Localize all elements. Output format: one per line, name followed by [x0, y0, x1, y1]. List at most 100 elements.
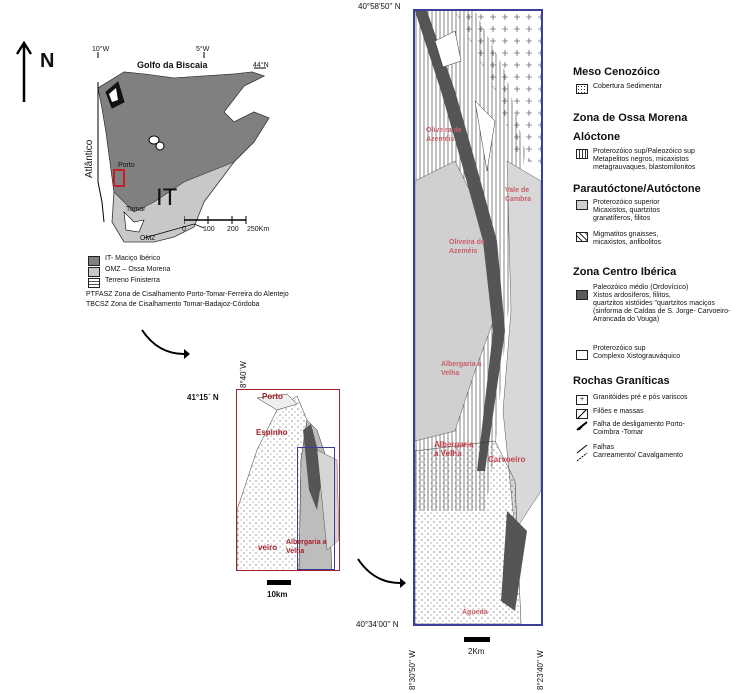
legend-meso-title: Meso Cenozóico [573, 66, 660, 78]
legend-label-block: Falha de desligamento Porto- Coimbra -To… [593, 421, 685, 437]
legend-meso-item: Cobertura Sedimentar [576, 83, 662, 94]
legend-line: (sinforma de Caldas de S. Jorge- Carvoei… [593, 308, 731, 315]
overview-legend-omz: OMZ – Ossa Morena [88, 266, 170, 277]
legend-line: Carreamento/ Cavalgamento [593, 452, 683, 459]
strip-place-4: Albergaria a Velha [441, 361, 482, 377]
legend-label: Filões e massas [593, 408, 644, 415]
lon-10w-label: 10°W [92, 46, 110, 53]
atlantico-label: Atlântico [84, 139, 95, 178]
legend-label: IT- Maciço Ibérico [105, 255, 161, 262]
thrust-icon [576, 444, 588, 462]
strip-lat-bottom: 40°34'00'' N [356, 620, 399, 629]
overview-legend-finisterra: Terreno Finisterra [88, 277, 160, 288]
legend-line: Migmatitos gnaisses, [593, 231, 659, 238]
middle-scale-label: 10km [267, 590, 288, 599]
strip-place-3: Oliveira de Azeméis [449, 239, 485, 255]
legend-swatch [88, 256, 100, 266]
legend-gran-title: Rochas Graníticas [573, 375, 670, 387]
legend-aloctone-item: Proterozóico sup/Paleozóico sup Metapeli… [576, 148, 695, 172]
legend-gran2-item: Filões e massas [576, 408, 644, 419]
porto-label: Porto [118, 162, 135, 169]
legend-para1-item: Proterozóico superior Micaxistos, quartz… [576, 199, 660, 223]
legend-gran4-item: Falhas Carreamento/ Cavalgamento [576, 444, 683, 462]
legend-line: Xistos ardosíferos, filitos, [593, 292, 671, 299]
omz-map-label: OMZ [140, 235, 156, 242]
curved-arrow-icon [141, 329, 190, 359]
strip-scale-bar [464, 637, 490, 642]
legend-label-block: Proterozóico superior Micaxistos, quartz… [593, 199, 660, 223]
legend-label-block: Paleozóico médio (Ordovícico) Xistos ard… [593, 284, 730, 324]
legend-label-block: Migmatitos gnaisses, micaxistos, anfibol… [593, 231, 661, 247]
legend-line: Arrancada do Vouga) [593, 316, 660, 323]
legend-line: quartzitos xistóides "quartzitos maciços [593, 300, 715, 307]
scale-0-label: 0 [182, 226, 186, 233]
legend-line: metagrauvaques, blastomilonitos [593, 164, 696, 171]
middle-porto-label: Porto [262, 392, 283, 401]
legend-label-block: Proterozóico sup Complexo Xistograuváqui… [593, 345, 680, 361]
iberia-map [97, 52, 270, 243]
strip-place-7: Águeda [462, 609, 488, 616]
scale-250-label: 250Km [247, 226, 270, 233]
legend-line: Complexo Xistograuváquico [593, 353, 681, 360]
legend-label: Terreno Finisterra [105, 277, 160, 284]
legend-label: OMZ – Ossa Morena [105, 266, 171, 273]
fault-icon [576, 421, 588, 431]
golfo-label: Golfo da Biscaia [137, 60, 208, 70]
legend-line: Proterozóico sup [593, 345, 646, 352]
scale-200-label: 200 [227, 226, 239, 233]
strip-lon-right: 8°23'40'' W [536, 650, 545, 690]
middle-map-frame [236, 389, 340, 571]
north-label: N [40, 50, 55, 72]
middle-espinho-label: Espinho [256, 428, 288, 437]
strip-place-6: Carvoeiro [488, 455, 526, 464]
scale-100-label: 100 [203, 226, 215, 233]
legend-swatch [576, 409, 588, 419]
tomar-label: Tomar [126, 206, 146, 213]
legend-swatch [576, 232, 588, 242]
legend-swatch [88, 278, 100, 288]
legend-line: Paleozóico médio (Ordovícico) [593, 284, 689, 291]
legend-gran3-item: Falha de desligamento Porto- Coimbra -To… [576, 421, 685, 437]
legend-line: Metapelitos negros, micaxistos [593, 156, 689, 163]
legend-zci2-item: Proterozóico sup Complexo Xistograuváqui… [576, 345, 680, 361]
legend-label-block: Falhas Carreamento/ Cavalgamento [593, 444, 683, 460]
legend-label-block: Proterozóico sup/Paleozóico sup Metapeli… [593, 148, 695, 172]
lat-44n-label: 44°N [253, 62, 269, 69]
middle-map-geology [237, 393, 339, 570]
legend-line: Micaxistos, quartzitos [593, 207, 660, 214]
middle-lon-label: 8°40´W [239, 361, 248, 388]
legend-para-title: Parautóctone/Autóctone [573, 183, 701, 195]
legend-swatch [88, 267, 100, 277]
middle-blue-box [297, 447, 335, 570]
middle-alb-label: Albergaria a Velha [286, 539, 327, 555]
legend-label: Cobertura Sedimentar [593, 83, 662, 90]
middle-scale-bar [267, 580, 291, 585]
legend-gran1-item: + Granitóides pré e pós variscos [576, 394, 688, 405]
middle-lat-label: 41°15´ N [187, 393, 219, 402]
legend-aloctone-title: Alóctone [573, 131, 621, 143]
legend-line: Proterozóico sup/Paleozóico sup [593, 148, 695, 155]
legend-swatch: + [576, 395, 588, 405]
legend-line: Falhas [593, 444, 615, 451]
legend-zci1-item: Paleozóico médio (Ordovícico) Xistos ard… [576, 284, 730, 324]
legend-swatch [576, 200, 588, 210]
it-map-label: IT [156, 184, 178, 211]
strip-place-1: Oliveira de Azeméis [426, 127, 462, 143]
strip-map-geology [415, 11, 541, 624]
strip-place-5: Albergaria a Velha [434, 440, 474, 458]
legend-ossa-title: Zona de Ossa Morena [573, 112, 688, 124]
overview-scale-bar [184, 216, 247, 224]
north-arrow-icon [15, 40, 33, 102]
legend-swatch [576, 290, 588, 300]
strip-scale-label: 2Km [468, 647, 485, 656]
overview-legend-it: IT- Maciço Ibérico [88, 255, 160, 266]
legend-line: Proterozóico superior [593, 199, 660, 206]
legend-line: Coimbra -Tomar [593, 429, 644, 436]
note-tbcsz: TBCSZ Zona de Cisalhamento Tomar-Badajoz… [86, 301, 260, 308]
strip-lat-top: 40°58'50'' N [358, 2, 401, 11]
curved-arrow-icon [357, 558, 406, 588]
strip-place-2: Vale de Cambra [505, 187, 532, 203]
middle-ovar-label: veiro [258, 543, 278, 552]
legend-para2-item: Migmatitos gnaisses, micaxistos, anfibol… [576, 231, 661, 247]
legend-line: Falha de desligamento Porto- [593, 421, 685, 428]
